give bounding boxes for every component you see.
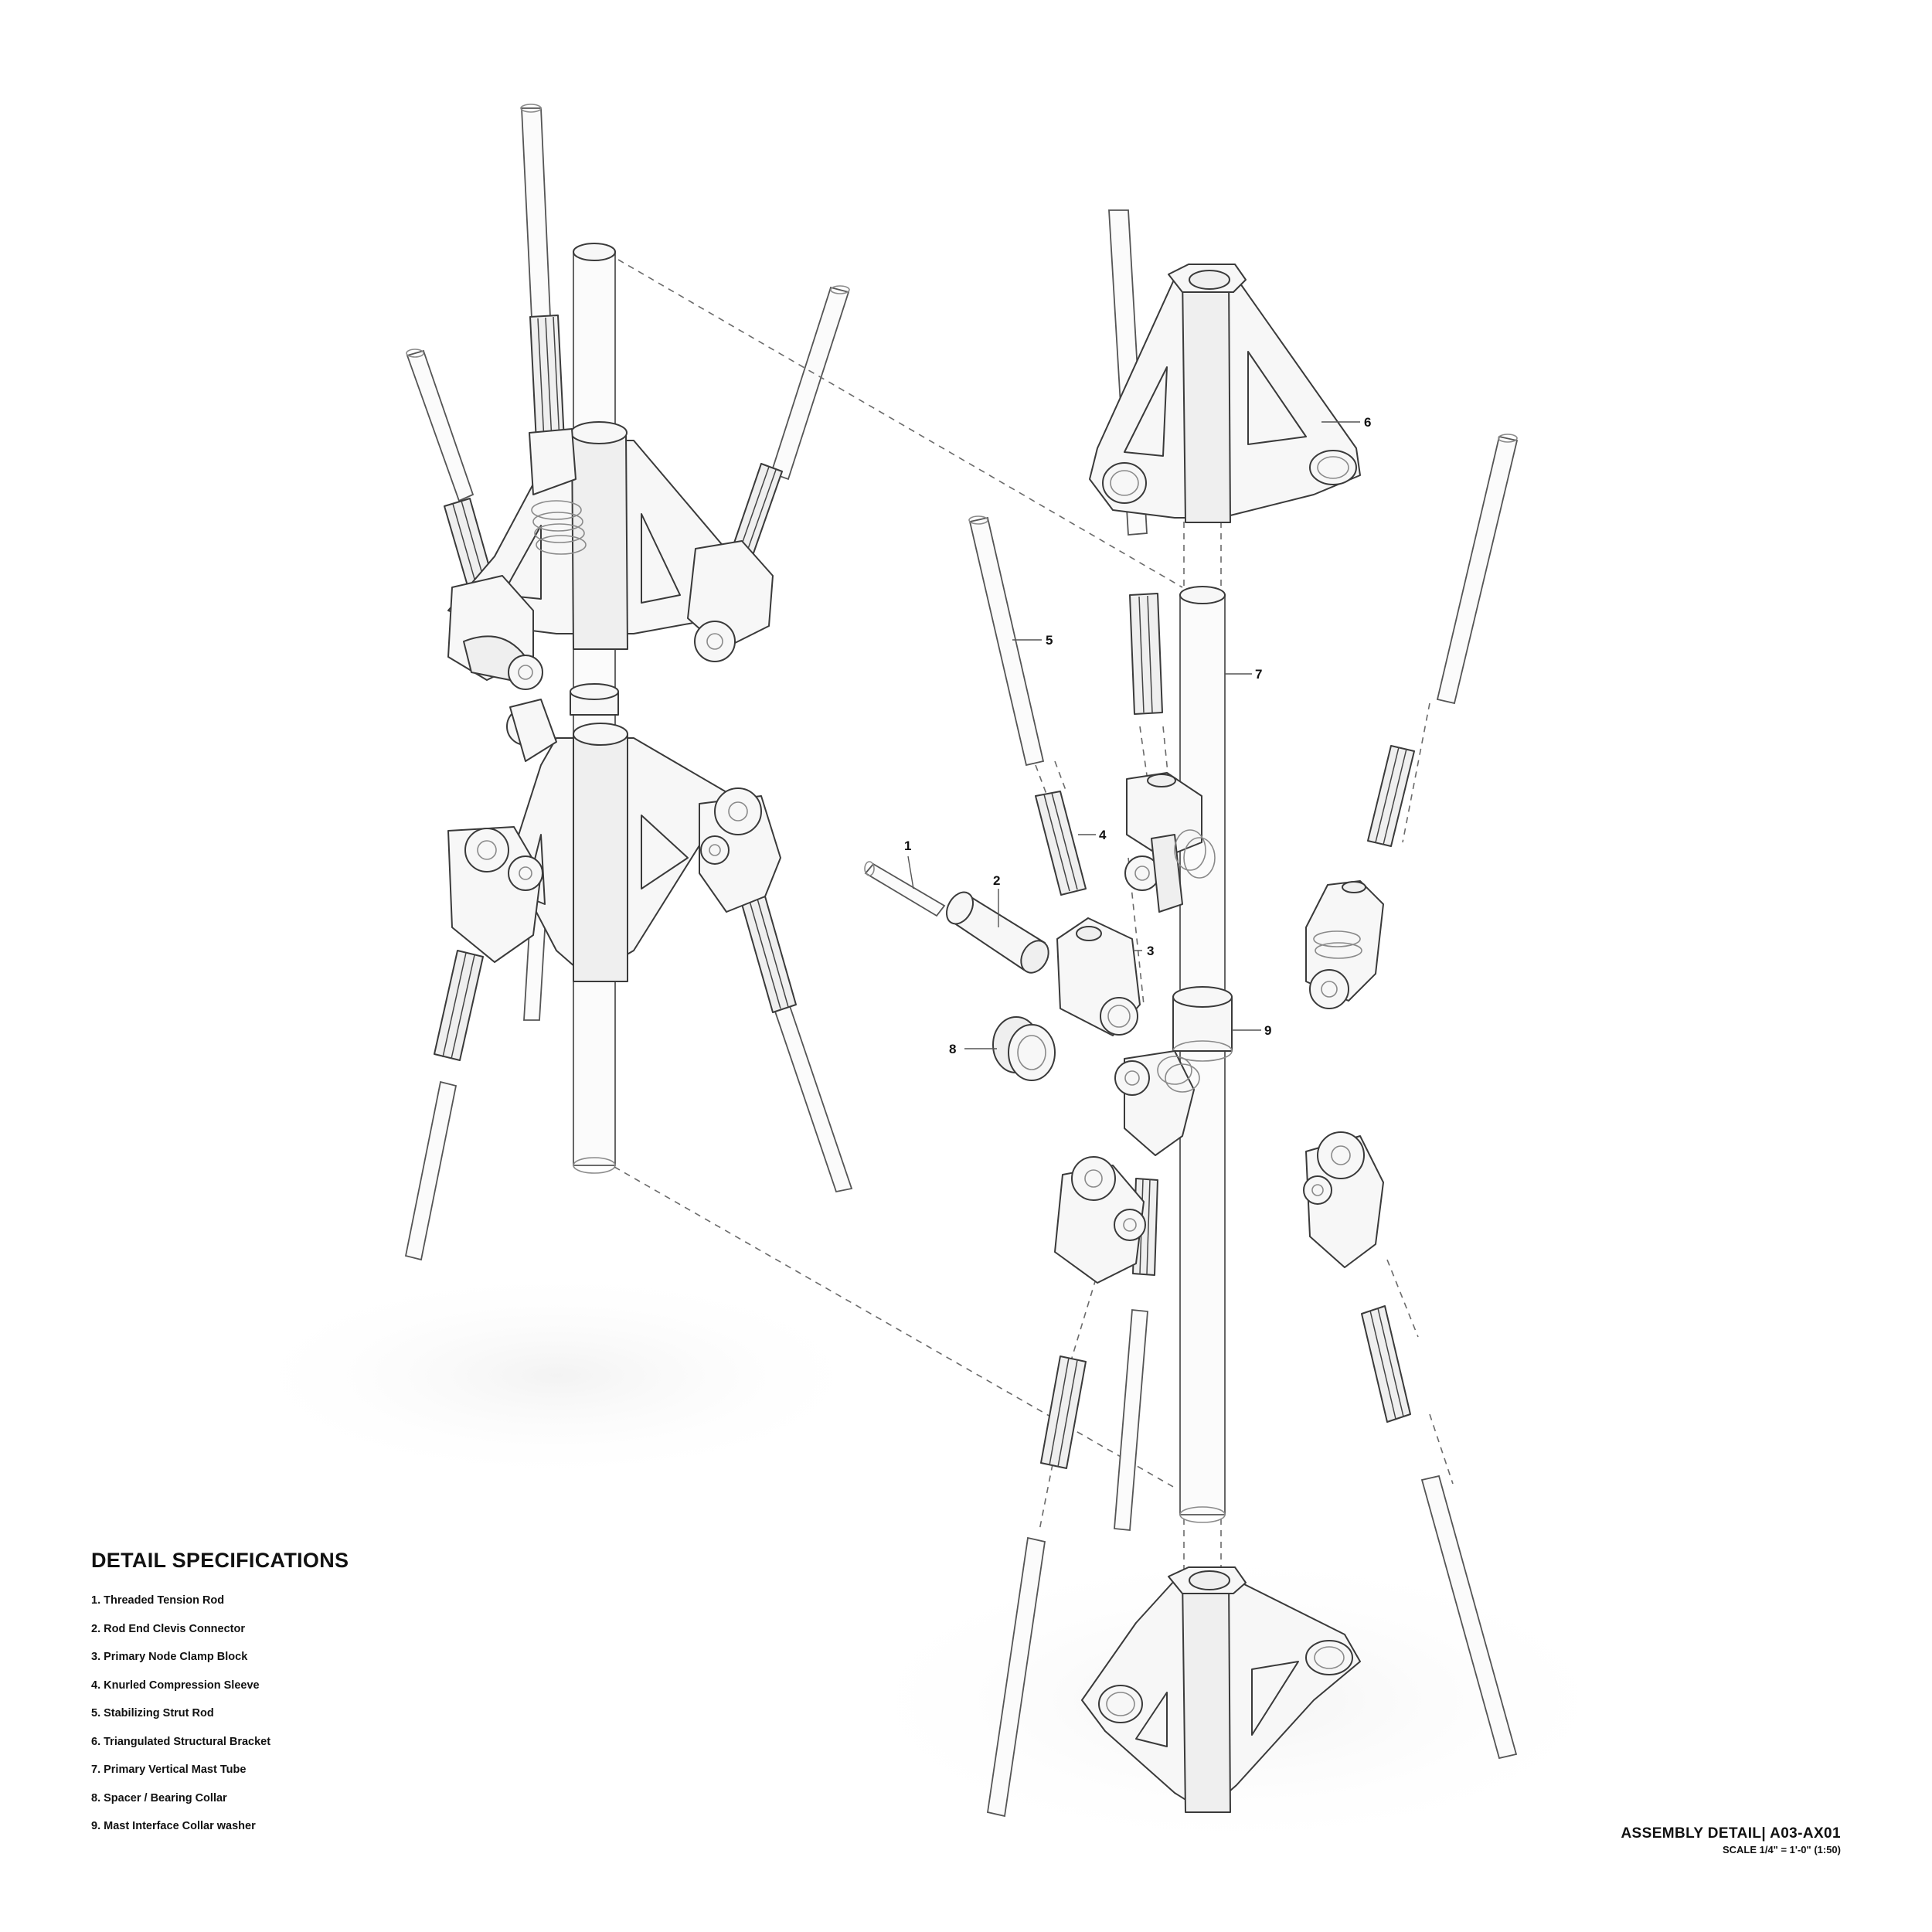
svg-text:8: 8 [949,1042,956,1056]
assembled-collar-washer [570,683,619,716]
spec-item: 9. Mast Interface Collar washer [91,1820,256,1832]
svg-text:6: 6 [1364,415,1371,430]
svg-text:4: 4 [1099,828,1107,842]
callout-5: 5 [1012,633,1053,648]
exploded-strut-rods [968,434,1519,1818]
spec-item: 2. Rod End Clevis Connector [91,1622,245,1635]
spec-item: 4. Knurled Compression Sleeve [91,1679,260,1692]
svg-text:7: 7 [1255,667,1262,682]
exploded-right-upper-clamp [1305,880,1384,1009]
exploded-tension-rod [864,861,946,917]
assembled-strut-rods [404,104,853,1261]
exploded-bottom-bracket [1081,1566,1361,1813]
spec-item: 8. Spacer / Bearing Collar [91,1791,227,1804]
assembled-upper-clamps [447,428,774,690]
assembled-view [404,104,853,1261]
callouts: 1 2 3 4 5 6 7 8 [904,415,1371,1056]
callout-3: 3 [1134,944,1154,958]
svg-text:9: 9 [1264,1023,1271,1038]
svg-text:1: 1 [904,838,911,853]
spec-item: 7. Primary Vertical Mast Tube [91,1764,247,1776]
exploded-lower-right-clamp [1303,1131,1384,1268]
callout-4: 4 [1078,828,1107,842]
exploded-upper-mast-clamp [1124,772,1216,913]
projection-lines [614,259,1183,1488]
spec-item: 6. Triangulated Structural Bracket [91,1735,271,1748]
svg-text:3: 3 [1147,944,1154,958]
exploded-view [864,209,1519,1818]
exploded-bearing-collar [992,1016,1056,1081]
exploded-lower-left-clamp [1054,1156,1146,1284]
sheet-title: ASSEMBLY DETAIL| A03-AX01 [1621,1825,1841,1842]
callout-8: 8 [949,1042,997,1056]
exploded-top-bracket [1089,209,1361,536]
callout-6: 6 [1321,415,1371,430]
specifications-list: 1. Threaded Tension Rod 2. Rod End Clevi… [91,1593,555,1847]
exploded-clamp-block [1056,917,1141,1036]
callout-2: 2 [993,873,1000,927]
callout-9: 9 [1232,1023,1271,1038]
assembled-lower-bracket [509,723,727,982]
specifications-title: DETAIL SPECIFICATIONS [91,1549,349,1572]
title-block: ASSEMBLY DETAIL| A03-AX01 SCALE 1/4" = 1… [1621,1825,1841,1855]
svg-text:2: 2 [993,873,1000,888]
exploded-collar-washer [1172,986,1233,1062]
sheet-scale: SCALE 1/4" = 1'-0" (1:50) [1722,1844,1841,1855]
exploded-clevis-connector [945,891,1049,974]
spec-item: 1. Threaded Tension Rod [91,1594,225,1607]
spec-item: 5. Stabilizing Strut Rod [91,1707,214,1719]
assembled-lower-clamps [447,699,781,963]
exploded-mast-tube [1179,586,1226,1523]
svg-text:5: 5 [1046,633,1053,648]
detail-specifications: DETAIL SPECIFICATIONS 1. Threaded Tensio… [91,1549,555,1847]
spec-item: 3. Primary Node Clamp Block [91,1651,248,1663]
callout-7: 7 [1225,667,1262,682]
callout-1: 1 [904,838,914,889]
exploded-lower-mast-clamp [1114,1050,1200,1156]
exploded-knurled-sleeves [1035,593,1415,1469]
